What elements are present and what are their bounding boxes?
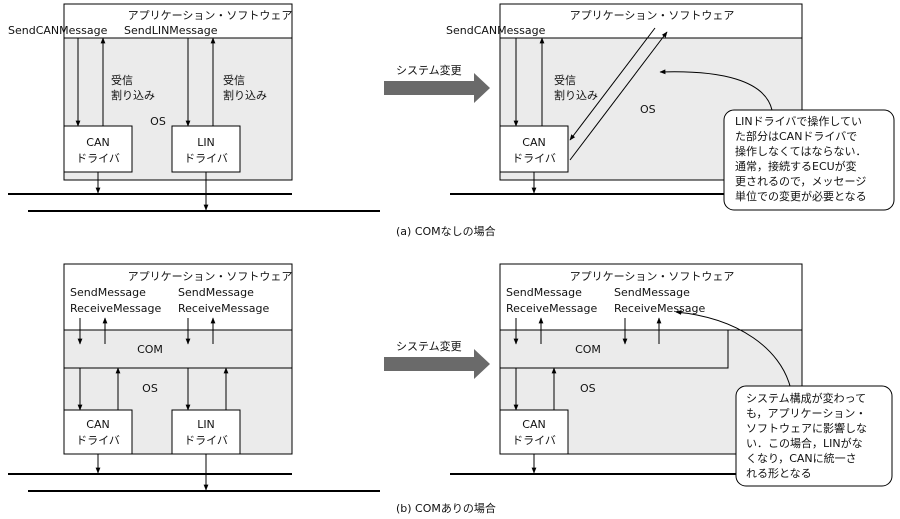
callout-text: 更されるので，メッセージ xyxy=(735,175,866,188)
interrupt-label: 割り込み xyxy=(554,88,598,102)
application-software-box xyxy=(63,3,293,39)
send-lin-label: SendLINMessage xyxy=(124,24,218,37)
system-change-label: システム変更 xyxy=(396,339,462,353)
can-driver-label: ドライバ xyxy=(76,434,120,447)
os-label: OS xyxy=(142,382,158,395)
callout-text: くなり，CANに統一さ xyxy=(746,451,857,465)
callout-text: ソフトウェアに影響しな xyxy=(746,421,867,435)
recv-label: 受信 xyxy=(223,74,245,87)
callout-pointer xyxy=(675,310,791,387)
big-arrow-shape xyxy=(384,73,490,103)
panel-a-before: アプリケーション・ソフトウェア SendCANMessage SendLINMe… xyxy=(8,3,380,212)
app-title: アプリケーション・ソフトウェア xyxy=(570,9,735,22)
lin-driver-label: ドライバ xyxy=(184,434,228,447)
lin-driver-box xyxy=(171,409,241,455)
can-driver-label: ドライバ xyxy=(76,152,120,165)
application-software-box xyxy=(499,263,803,331)
panel-a-after: アプリケーション・ソフトウェア SendCANMessage 受信 割り込み O… xyxy=(446,3,895,211)
send-message-label: SendMessage xyxy=(614,286,690,299)
recv-label: 受信 xyxy=(111,74,133,87)
can-driver-label: ドライバ xyxy=(512,434,556,447)
callout-text: も，アプリケーション・ xyxy=(746,407,866,420)
lin-driver-box xyxy=(171,125,241,173)
recv-label: 受信 xyxy=(554,74,576,87)
lin-driver-label: ドライバ xyxy=(184,152,228,165)
interrupt-label: 割り込み xyxy=(111,88,155,102)
can-driver-box xyxy=(63,125,133,173)
receive-message-label: ReceiveMessage xyxy=(614,302,706,315)
can-driver-label: CAN xyxy=(522,418,545,431)
receive-message-label: ReceiveMessage xyxy=(70,302,162,315)
can-driver-box xyxy=(499,409,569,455)
callout-pointer xyxy=(659,69,773,111)
callout-text: 操作しなくてはならない． xyxy=(735,144,866,158)
system-change-arrow: システム変更 xyxy=(384,63,490,103)
system-change-arrow: システム変更 xyxy=(384,339,490,379)
can-driver-label: CAN xyxy=(86,136,109,149)
app-title: アプリケーション・ソフトウェア xyxy=(128,9,293,22)
callout-text: 単位での変更が必要となる xyxy=(735,189,867,203)
callout-text: システム構成が変わって xyxy=(746,391,866,405)
panel-b-after: アプリケーション・ソフトウェア SendMessage ReceiveMessa… xyxy=(450,263,893,487)
interrupt-label: 割り込み xyxy=(223,88,267,102)
os-label: OS xyxy=(640,103,656,116)
com-layer-outline xyxy=(500,330,729,369)
system-change-label: システム変更 xyxy=(396,63,462,77)
app-title: アプリケーション・ソフトウェア xyxy=(128,270,293,283)
can-driver-box xyxy=(499,125,569,173)
callout-text: い．この場合，LINがな xyxy=(746,436,863,450)
send-lin-diag-arrow xyxy=(569,27,656,141)
panel-b-before: アプリケーション・ソフトウェア SendMessage ReceiveMessa… xyxy=(8,263,380,492)
os-label: OS xyxy=(150,115,166,128)
callout-text: た部分はCANドライバで xyxy=(735,129,857,143)
callout-box xyxy=(723,109,895,211)
com-layer-outline xyxy=(64,330,293,369)
send-message-label: SendMessage xyxy=(506,286,582,299)
com-label: COM xyxy=(575,343,601,356)
application-software-box xyxy=(499,3,803,39)
app-title: アプリケーション・ソフトウェア xyxy=(570,270,735,283)
callout-text: LINドライバで操作してい xyxy=(735,114,862,128)
big-arrow-shape xyxy=(384,349,490,379)
lin-driver-label: LIN xyxy=(197,418,215,431)
caption-a: (a) COMなしの場合 xyxy=(396,224,496,238)
send-message-label: SendMessage xyxy=(70,286,146,299)
can-driver-box xyxy=(63,409,133,455)
can-driver-label: ドライバ xyxy=(512,152,556,165)
receive-message-label: ReceiveMessage xyxy=(178,302,270,315)
caption-b: (b) COMありの場合 xyxy=(396,501,496,515)
send-can-label: SendCANMessage xyxy=(446,24,546,37)
send-can-label: SendCANMessage xyxy=(8,24,108,37)
application-software-box xyxy=(63,263,293,331)
callout-text: 通常，接続するECUが変 xyxy=(735,159,857,173)
can-driver-label: CAN xyxy=(86,418,109,431)
lin-driver-label: LIN xyxy=(197,136,215,149)
can-driver-label: CAN xyxy=(522,136,545,149)
com-label: COM xyxy=(137,343,163,356)
receive-message-label: ReceiveMessage xyxy=(506,302,598,315)
callout-text: れる形となる xyxy=(746,467,812,480)
recv-lin-diag-arrow xyxy=(569,31,668,161)
callout-box xyxy=(735,385,893,487)
send-message-label: SendMessage xyxy=(178,286,254,299)
os-label: OS xyxy=(580,382,596,395)
